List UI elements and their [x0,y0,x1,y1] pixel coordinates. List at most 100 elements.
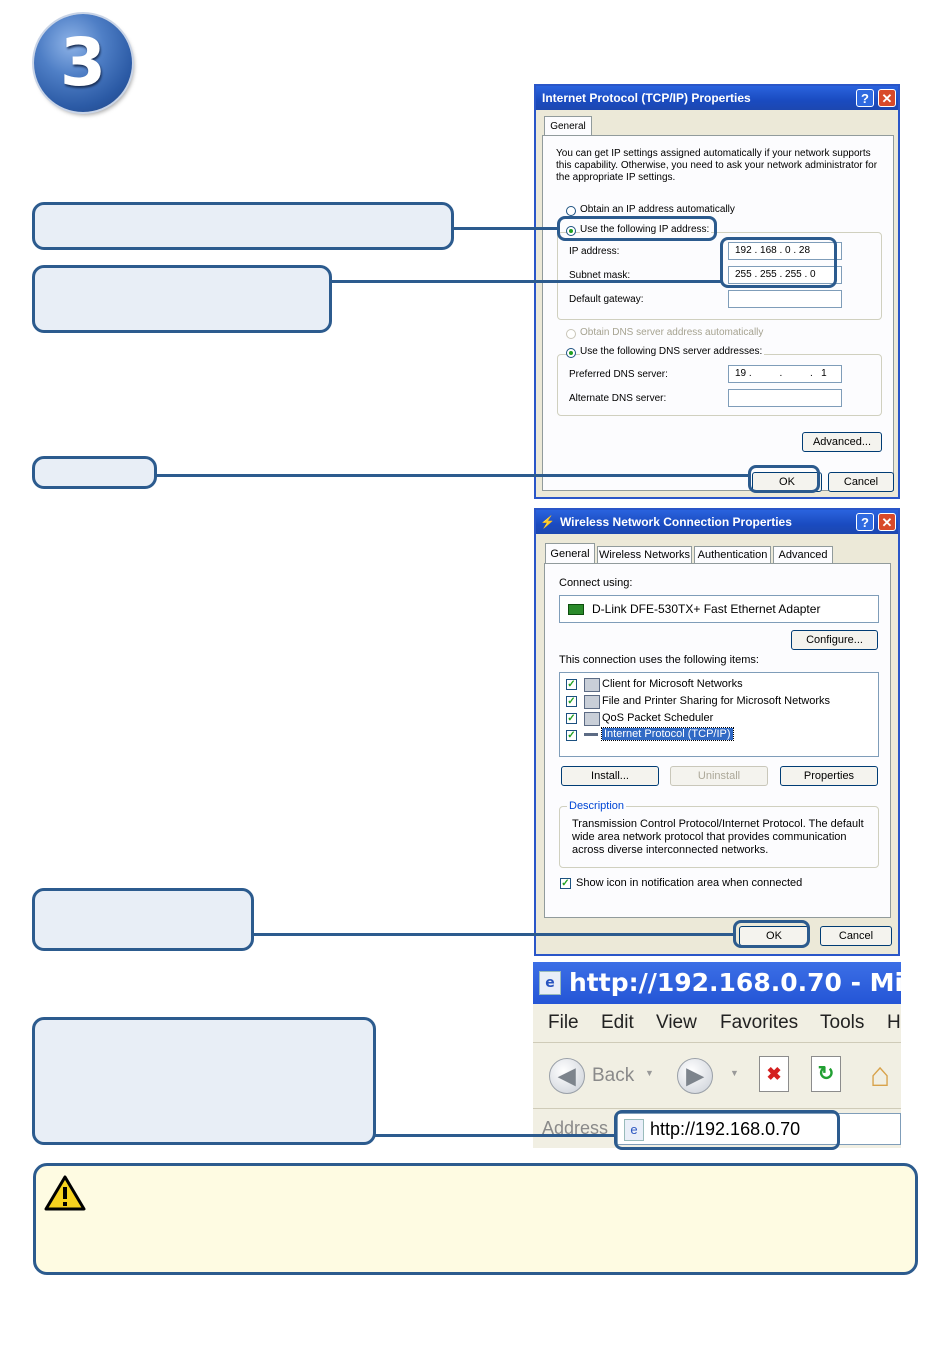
connector-line [155,474,750,477]
highlight-wireless-ok [733,920,810,948]
network-icon: ⚡ [540,515,555,529]
ie-page-icon: e [624,1119,644,1141]
list-item[interactable]: ✓ Client for Microsoft Networks [566,677,866,693]
address-bar-label: Address [542,1118,609,1138]
checkbox-client[interactable]: ✓ [566,679,577,690]
tcpip-general-panel: You can get IP settings assigned automat… [542,135,894,491]
radio-obtain-ip-auto[interactable] [566,206,576,216]
alternate-dns-label: Alternate DNS server: [569,393,667,404]
tab-wireless-networks[interactable]: Wireless Networks [597,546,692,564]
address-bar-value: http://192.168.0.70 [650,1119,801,1139]
advanced-button[interactable]: Advanced... [802,432,882,452]
browser-titlebar: e http://192.168.0.70 - Microsoft [533,962,901,1004]
show-icon-checkbox[interactable]: ✓ [560,878,571,889]
uninstall-button[interactable]: Uninstall [670,766,768,786]
list-item[interactable]: ✓ File and Printer Sharing for Microsoft… [566,694,866,710]
subnet-mask-field[interactable]: 255 . 255 . 255 . 0 [728,266,842,284]
checkbox-tcpip[interactable]: ✓ [566,730,577,741]
radio-obtain-dns-auto[interactable] [566,329,576,339]
radio-obtain-dns-auto-label: Obtain DNS server address automatically [580,327,764,338]
menu-help[interactable]: H [887,1012,901,1033]
configure-button[interactable]: Configure... [791,630,878,650]
sharing-icon [584,695,600,709]
tcpip-cancel-button[interactable]: Cancel [828,472,894,492]
menu-file[interactable]: File [548,1012,579,1033]
back-button-label[interactable]: Back [592,1065,635,1086]
highlight-address-bar [614,1110,840,1150]
list-item[interactable]: ✓ QoS Packet Scheduler [566,711,866,727]
description-groupbox [559,806,879,868]
alternate-dns-field[interactable] [728,389,842,407]
preferred-dns-label: Preferred DNS server: [569,369,668,380]
wireless-properties-dialog: ⚡Wireless Network Connection Properties … [534,508,900,956]
ie-page-icon: e [539,971,561,995]
back-dropdown-icon[interactable]: ▼ [645,1068,654,1078]
radio-use-following-dns[interactable] [566,348,576,358]
list-item-label: Client for Microsoft Networks [602,678,743,690]
help-icon[interactable]: ? [856,513,874,531]
tcpip-description: You can get IP settings assigned automat… [556,148,878,183]
forward-arrow-icon[interactable]: ▶ [677,1058,713,1094]
menu-favorites[interactable]: Favorites [720,1012,799,1033]
callout-box-ip-mask [32,265,332,333]
tab-general[interactable]: General [545,543,595,563]
highlight-use-following-ip [557,216,717,241]
stop-icon[interactable]: ✖ [759,1056,789,1092]
description-label: Description [567,800,627,812]
install-button[interactable]: Install... [561,766,659,786]
highlight-ip-and-mask [720,237,837,288]
back-arrow-icon[interactable]: ◀ [549,1058,585,1094]
list-item-selected[interactable]: ✓ Internet Protocol (TCP/IP) [566,727,866,744]
ip-address-field[interactable]: 192 . 168 . 0 . 28 [728,242,842,260]
menu-edit[interactable]: Edit [601,1012,634,1033]
protocol-icon [584,733,598,736]
tab-general[interactable]: General [544,116,592,136]
tcpip-properties-dialog: Internet Protocol (TCP/IP) Properties ? … [534,84,900,499]
list-item-label: Internet Protocol (TCP/IP) [601,727,734,741]
wireless-ok-button[interactable]: OK [739,926,809,946]
connect-using-label: Connect using: [559,577,633,589]
radio-use-following-ip-label: Use the following IP address: [580,224,712,235]
menu-tools[interactable]: Tools [820,1012,865,1033]
properties-button[interactable]: Properties [780,766,878,786]
step-number-badge: 3 [34,14,132,112]
connector-line [452,227,558,230]
callout-box-browser [32,1017,376,1145]
browser-window: e http://192.168.0.70 - Microsoft File E… [533,962,901,1148]
connector-line [252,933,735,936]
qos-icon [584,712,600,726]
close-icon[interactable]: ✕ [878,89,896,107]
browser-title: http://192.168.0.70 - Microsoft [569,968,901,997]
checkbox-qos[interactable]: ✓ [566,713,577,724]
help-icon[interactable]: ? [856,89,874,107]
forward-dropdown-icon[interactable]: ▼ [730,1068,739,1078]
default-gateway-field[interactable] [728,290,842,308]
browser-menu-bar: File Edit View Favorites Tools H [533,1012,901,1040]
callout-box-ok-1 [32,456,157,489]
home-icon[interactable]: ⌂ [869,1056,891,1094]
toolbar-divider [533,1108,901,1109]
close-icon[interactable]: ✕ [878,513,896,531]
refresh-icon[interactable]: ↻ [811,1056,841,1092]
radio-obtain-ip-auto-label: Obtain an IP address automatically [580,204,735,215]
address-bar-input[interactable]: e http://192.168.0.70 [617,1113,901,1145]
components-list: ✓ Client for Microsoft Networks ✓ File a… [559,672,879,757]
adapter-name: D-Link DFE-530TX+ Fast Ethernet Adapter [592,602,821,616]
menu-divider [533,1042,901,1043]
tab-advanced[interactable]: Advanced [773,546,833,564]
checkbox-file-printer-sharing[interactable]: ✓ [566,696,577,707]
radio-use-following-dns-label: Use the following DNS server addresses: [580,346,765,357]
connector-line [374,1134,616,1137]
radio-use-following-ip[interactable] [566,226,576,236]
manual-ip-groupbox [557,232,882,320]
tcpip-dialog-title: Internet Protocol (TCP/IP) Properties [542,91,751,105]
preferred-dns-field[interactable]: 19 . . . 1 [728,365,842,383]
items-label: This connection uses the following items… [559,654,759,666]
network-adapter-icon [568,604,584,615]
tab-authentication[interactable]: Authentication [694,546,771,564]
client-icon [584,678,600,692]
ip-address-label: IP address: [569,246,620,257]
wireless-cancel-button[interactable]: Cancel [820,926,892,946]
subnet-mask-label: Subnet mask: [569,270,631,281]
menu-view[interactable]: View [656,1012,697,1033]
